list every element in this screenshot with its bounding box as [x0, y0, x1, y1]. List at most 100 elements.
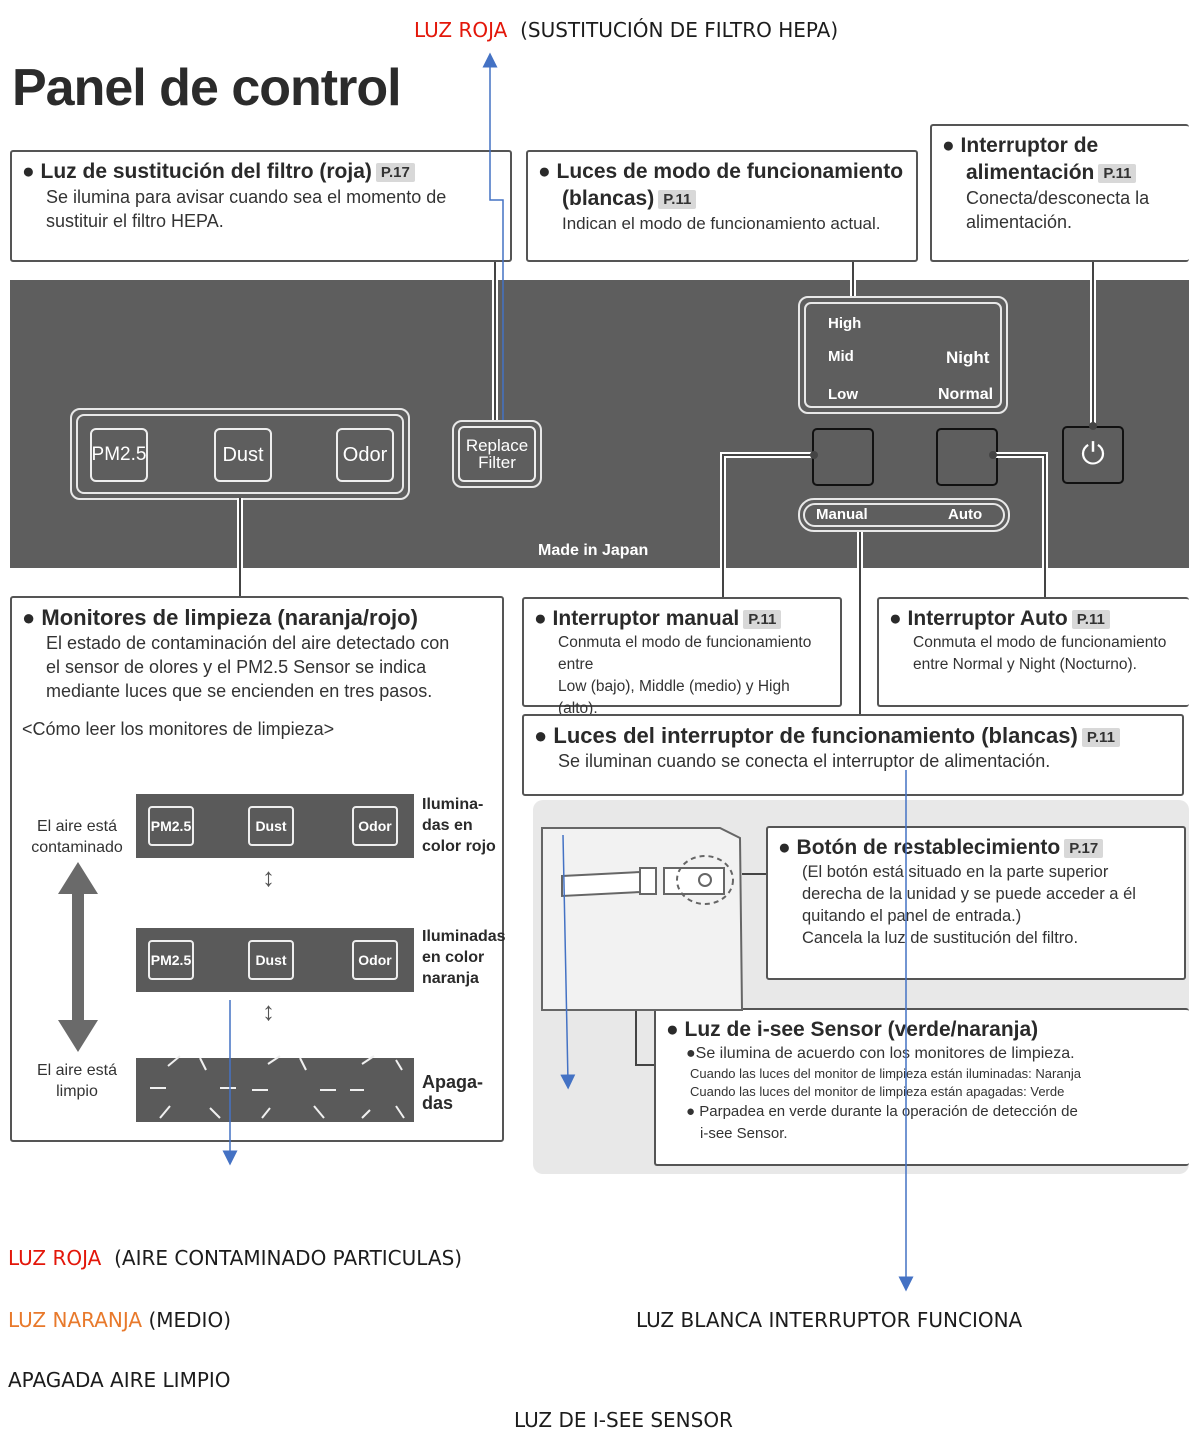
filter-light-callout: ● Luz de sustitución del filtro (roja)P.…	[10, 150, 512, 262]
off-line-2: das	[422, 1093, 454, 1113]
red-annotation-text: (AIRE CONTAMINADO PARTICULAS)	[114, 1246, 463, 1270]
isee-text-3: Cuando las luces del monitor de limpieza…	[690, 1084, 1065, 1099]
clean-label: El aire está limpio	[22, 1060, 132, 1102]
auto-heading: Interruptor Auto	[907, 607, 1068, 630]
dust-orange: Dust	[248, 940, 294, 980]
manual-auto-inner	[803, 503, 1005, 527]
low-light: Low	[828, 386, 858, 403]
manual-auto-label-group: Manual Auto	[798, 498, 1010, 532]
mode-lights-inner	[804, 302, 1002, 408]
isee-text-5: i-see Sensor.	[700, 1125, 788, 1142]
red-line-2: das en	[422, 817, 473, 834]
up-down-arrow-icon: ↕	[262, 996, 275, 1026]
power-ref: P.11	[1098, 163, 1137, 183]
power-button[interactable]: ⏻	[1062, 426, 1124, 484]
mode-lights-group: High Mid Low Night Normal	[798, 296, 1008, 414]
off-annotation: APAGADA AIRE LIMPIO	[8, 1368, 231, 1392]
red-line-3: color rojo	[422, 838, 496, 855]
auto-text-2: entre Normal y Night (Nocturno).	[913, 656, 1137, 673]
orange-line-3: naranja	[422, 970, 479, 987]
high-light: High	[828, 315, 862, 332]
monitor-lights-inner	[76, 414, 404, 494]
mode-heading-2: (blancas)	[562, 187, 655, 210]
odor-red: Odor	[352, 806, 398, 846]
clean-line-2: limpio	[56, 1083, 98, 1100]
manual-text-1: Conmuta el modo de funcionamiento entre	[558, 634, 812, 673]
control-panel: PM2.5 Dust Odor Replace Filter High Mid …	[10, 280, 1189, 568]
off-line-1: Apaga-	[422, 1072, 484, 1092]
monitor-lights-group: PM2.5 Dust Odor	[70, 408, 410, 500]
reset-text-3: quitando el panel de entrada.)	[802, 907, 1022, 925]
page-title: Panel de control	[12, 59, 402, 117]
orange-line-2: en color	[422, 949, 485, 966]
normal-light: Normal	[938, 386, 994, 403]
manual-label: Manual	[816, 506, 868, 523]
reset-heading: Botón de restablecimiento	[796, 836, 1061, 859]
clean-line-1: El aire está	[36, 1062, 118, 1079]
power-icon: ⏻	[1081, 438, 1105, 471]
top-red-label: LUZ ROJA	[414, 18, 508, 42]
filter-text: Filter	[478, 453, 516, 472]
monitors-text-1: El estado de contaminación del aire dete…	[46, 633, 450, 653]
dust-red: Dust	[248, 806, 294, 846]
monitors-text-2: el sensor de olores y el PM2.5 Sensor se…	[46, 657, 427, 677]
polluted-line-2: contaminado	[31, 839, 123, 856]
orange-annotation: LUZ NARANJA (MEDIO)	[8, 1308, 231, 1332]
manual-text-2: Low (bajo), Middle (medio) y High (alto)…	[558, 678, 790, 717]
isee-text-4: ● Parpadea en verde durante la operación…	[686, 1103, 1078, 1120]
isee-text-1: ●Se ilumina de acuerdo con los monitores…	[686, 1045, 1075, 1062]
made-in-label: Made in Japan	[538, 542, 649, 559]
power-text-2: alimentación.	[966, 212, 1073, 232]
filter-text-1: Se ilumina para avisar cuando sea el mom…	[46, 187, 447, 207]
polluted-label: El aire está contaminado	[22, 816, 132, 858]
auto-label: Auto	[948, 506, 983, 523]
orange-annotation-text: (MEDIO)	[148, 1308, 231, 1332]
top-annotation: LUZ ROJA (SUSTITUCIÓN DE FILTRO HEPA)	[414, 18, 838, 42]
odor-orange: Odor	[352, 940, 398, 980]
mode-lights-callout: ● Luces de modo de funcionamiento (blanc…	[526, 150, 918, 262]
auto-button[interactable]	[936, 428, 998, 486]
monitor-state-red: PM2.5 Dust Odor	[136, 794, 414, 858]
monitors-howto: <Cómo leer los monitores de limpieza>	[22, 719, 335, 739]
blue-arrows	[222, 52, 914, 1292]
unit-illustration	[541, 827, 744, 1011]
auto-ref: P.11	[1071, 609, 1110, 629]
isee-annotation: LUZ DE I-SEE SENSOR	[514, 1408, 733, 1432]
off-state-label: Apaga- das	[422, 1072, 483, 1114]
dust-light: Dust	[214, 428, 272, 482]
switch-lights-text: Se iluminan cuando se conecta el interru…	[558, 751, 1051, 771]
off-state-burst-lines	[150, 1055, 405, 1119]
red-line-1: Ilumina-	[422, 796, 484, 813]
isee-heading: Luz de i-see Sensor (verde/naranja)	[684, 1018, 1039, 1041]
switch-lights-heading: Luces del interruptor de funcionamiento …	[553, 723, 1078, 748]
orange-state-label: Iluminadas en color naranja	[422, 926, 506, 989]
mid-light: Mid	[828, 348, 854, 365]
manual-heading: Interruptor manual	[552, 607, 740, 630]
reset-ref: P.17	[1064, 838, 1104, 858]
pm25-red: PM2.5	[148, 806, 194, 846]
top-annotation-text: (SUSTITUCIÓN DE FILTRO HEPA)	[520, 18, 839, 42]
switch-lights-ref: P.11	[1081, 727, 1120, 747]
replace-text: Replace	[465, 436, 529, 455]
manual-button[interactable]	[812, 428, 874, 486]
replace-filter-light: Replace Filter	[452, 420, 542, 488]
auto-text-1: Conmuta el modo de funcionamiento	[913, 634, 1167, 651]
power-heading-1: Interruptor de	[960, 134, 1099, 157]
mode-text: Indican el modo de funcionamiento actual…	[562, 214, 881, 233]
orange-line-1: Iluminadas	[422, 928, 506, 945]
monitors-callout: ● Monitores de limpieza (naranja/rojo) E…	[10, 596, 506, 1142]
red-annotation-label: LUZ ROJA	[8, 1246, 102, 1270]
reset-text-1: (El botón está situado en la parte super…	[802, 863, 1109, 881]
white-light-annotation: LUZ BLANCA INTERRUPTOR FUNCIONA	[636, 1308, 1023, 1332]
filter-ref: P.17	[375, 162, 415, 182]
monitors-heading: Monitores de limpieza (naranja/rojo)	[41, 605, 418, 630]
power-heading-2: alimentación	[966, 161, 1095, 184]
reset-text-4: Cancela la luz de sustitución del filtro…	[802, 929, 1079, 947]
replace-filter-label: Replace Filter	[458, 426, 536, 482]
manual-ref: P.11	[743, 609, 782, 629]
leader-dots	[632, 422, 1097, 894]
